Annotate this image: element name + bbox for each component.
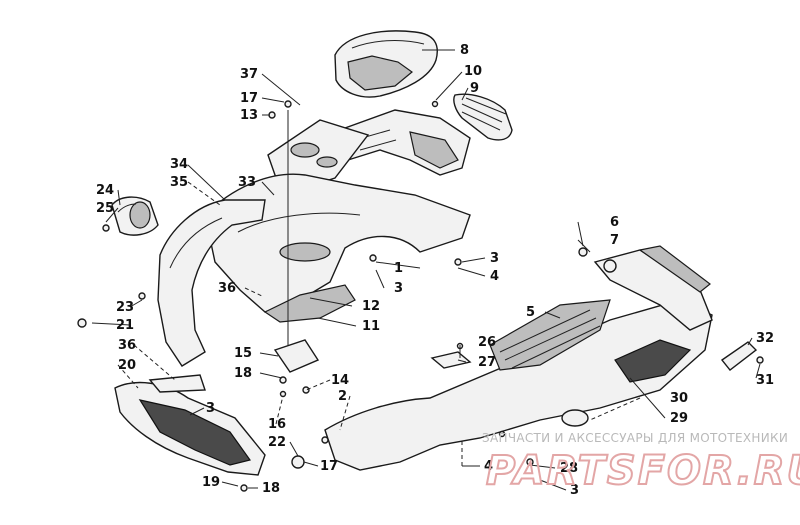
callout-labels: 8 10 9 37 17 13 34 35 33 24 25 6 7 1 3 3… [96, 43, 774, 498]
label-37: 37 [240, 67, 258, 82]
label-26: 26 [478, 335, 496, 350]
label-13: 13 [240, 108, 258, 123]
nose-cone-part [111, 196, 159, 236]
label-33: 33 [238, 175, 256, 190]
label-6: 6 [610, 215, 619, 230]
watermark-logo: PARTSFOR.RU [486, 448, 800, 494]
watermark: ЗАПЧАСТИ И АКСЕССУАРЫ ДЛЯ МОТОТЕХНИКИ PA… [482, 431, 800, 495]
label-27: 27 [478, 355, 496, 370]
label-28: 28 [560, 461, 578, 476]
label-3d: 3 [570, 483, 579, 498]
belly-pan-part [324, 299, 713, 471]
label-18a: 18 [234, 366, 252, 381]
label-16: 16 [268, 417, 286, 432]
label-22: 22 [268, 435, 286, 450]
label-15: 15 [234, 346, 252, 361]
label-32: 32 [756, 331, 774, 346]
label-4a: 4 [490, 269, 499, 284]
label-12: 12 [362, 299, 380, 314]
front-bumper-part [114, 374, 266, 476]
label-3b: 3 [490, 251, 499, 266]
label-3a: 3 [394, 281, 403, 296]
label-10: 10 [464, 64, 482, 79]
floor-piece-part [273, 339, 320, 373]
label-18b: 18 [262, 481, 280, 496]
label-9: 9 [470, 81, 479, 96]
label-35: 35 [170, 175, 188, 190]
label-4b: 4 [484, 459, 493, 474]
label-19: 19 [202, 475, 220, 490]
label-11: 11 [362, 319, 380, 334]
rear-bumper-part [593, 245, 713, 331]
label-17a: 17 [240, 91, 258, 106]
label-3c: 3 [206, 401, 215, 416]
label-7: 7 [610, 233, 619, 248]
label-1: 1 [394, 261, 403, 276]
label-17b: 17 [320, 459, 338, 474]
label-5: 5 [526, 305, 535, 320]
label-23: 23 [116, 300, 134, 315]
leader-lines [91, 49, 761, 491]
vent-grille-part [453, 93, 513, 141]
label-25: 25 [96, 201, 114, 216]
label-30: 30 [670, 391, 688, 406]
label-36a: 36 [218, 281, 236, 296]
front-hood-part [204, 173, 471, 323]
watermark-tagline: ЗАПЧАСТИ И АКСЕССУАРЫ ДЛЯ МОТОТЕХНИКИ [482, 431, 788, 445]
seat-tray-part [334, 30, 438, 98]
label-31: 31 [756, 373, 774, 388]
label-24: 24 [96, 183, 114, 198]
bracket-part [720, 341, 758, 371]
label-20: 20 [118, 358, 136, 373]
foot-rest-part [430, 351, 472, 369]
label-29: 29 [670, 411, 688, 426]
label-21: 21 [116, 318, 134, 333]
left-side-panel-part [157, 199, 266, 367]
label-36b: 36 [118, 338, 136, 353]
label-8: 8 [460, 43, 469, 58]
console-part [344, 109, 471, 176]
label-34: 34 [170, 157, 188, 172]
label-14: 14 [331, 373, 349, 388]
label-2: 2 [338, 389, 347, 404]
